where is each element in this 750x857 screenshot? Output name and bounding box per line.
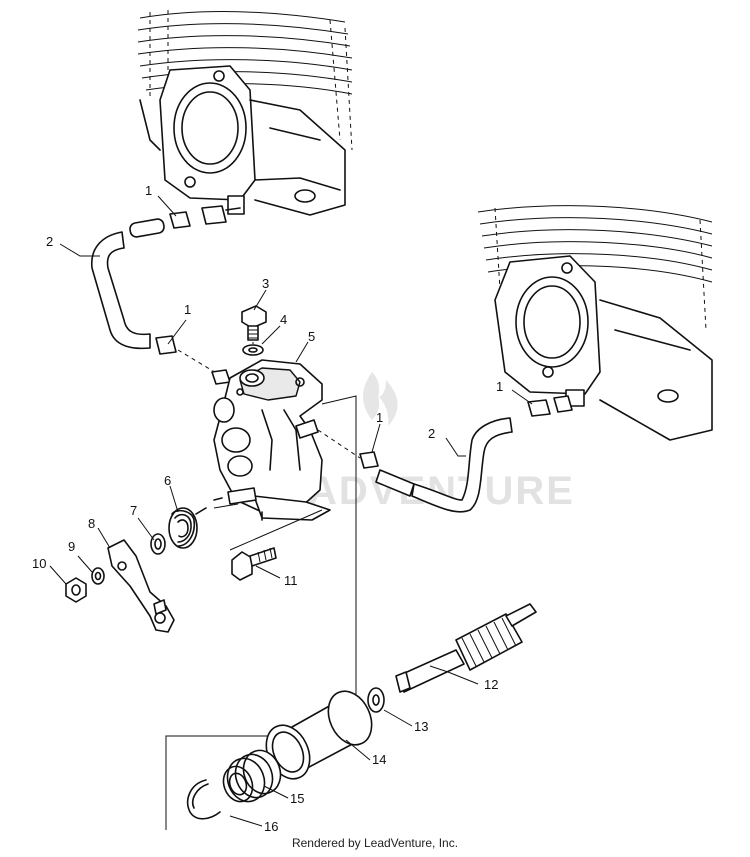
spring-15 <box>222 749 282 803</box>
callout-12: 12 <box>484 677 498 692</box>
leader-lines <box>49 195 533 827</box>
gear-shaft-12 <box>395 603 537 693</box>
callout-1c: 1 <box>376 410 383 425</box>
callout-10: 10 <box>32 556 46 571</box>
callout-7: 7 <box>130 503 137 518</box>
callout-3: 3 <box>262 276 269 291</box>
callout-15: 15 <box>290 791 304 806</box>
hose-left <box>91 205 241 385</box>
render-credit: Rendered by LeadVenture, Inc. <box>291 836 459 850</box>
callout-4: 4 <box>280 312 287 327</box>
callout-9: 9 <box>68 539 75 554</box>
nut-10 <box>65 577 87 603</box>
callout-2a: 2 <box>46 234 53 249</box>
callout-13: 13 <box>414 719 428 734</box>
sleeve-14 <box>265 690 373 780</box>
callout-14: 14 <box>372 752 386 767</box>
cylinder-upper-left <box>137 10 353 216</box>
callout-5: 5 <box>308 329 315 344</box>
washer-7 <box>150 533 166 555</box>
bolt-11 <box>231 547 277 581</box>
cylinder-right <box>477 205 713 441</box>
washer-9 <box>91 567 105 585</box>
callout-1d: 1 <box>496 379 503 394</box>
lever-8 <box>107 539 175 633</box>
callout-11: 11 <box>284 573 298 588</box>
callout-8: 8 <box>88 516 95 531</box>
pump-body <box>213 359 361 521</box>
bolt-3 <box>241 305 267 341</box>
snap-ring-16 <box>186 779 221 820</box>
hose-right <box>359 395 573 513</box>
washer-13 <box>367 687 385 713</box>
callout-6: 6 <box>164 473 171 488</box>
callout-2b: 2 <box>428 426 435 441</box>
washer-4 <box>242 342 264 356</box>
watermark: ADVENTURE <box>308 372 573 513</box>
spring-6 <box>168 507 207 549</box>
callout-16: 16 <box>264 819 278 834</box>
callout-labels: 1 2 1 3 4 5 1 2 1 6 7 8 9 10 11 12 13 14… <box>32 183 503 834</box>
callout-1b: 1 <box>184 302 191 317</box>
callout-1a: 1 <box>145 183 152 198</box>
